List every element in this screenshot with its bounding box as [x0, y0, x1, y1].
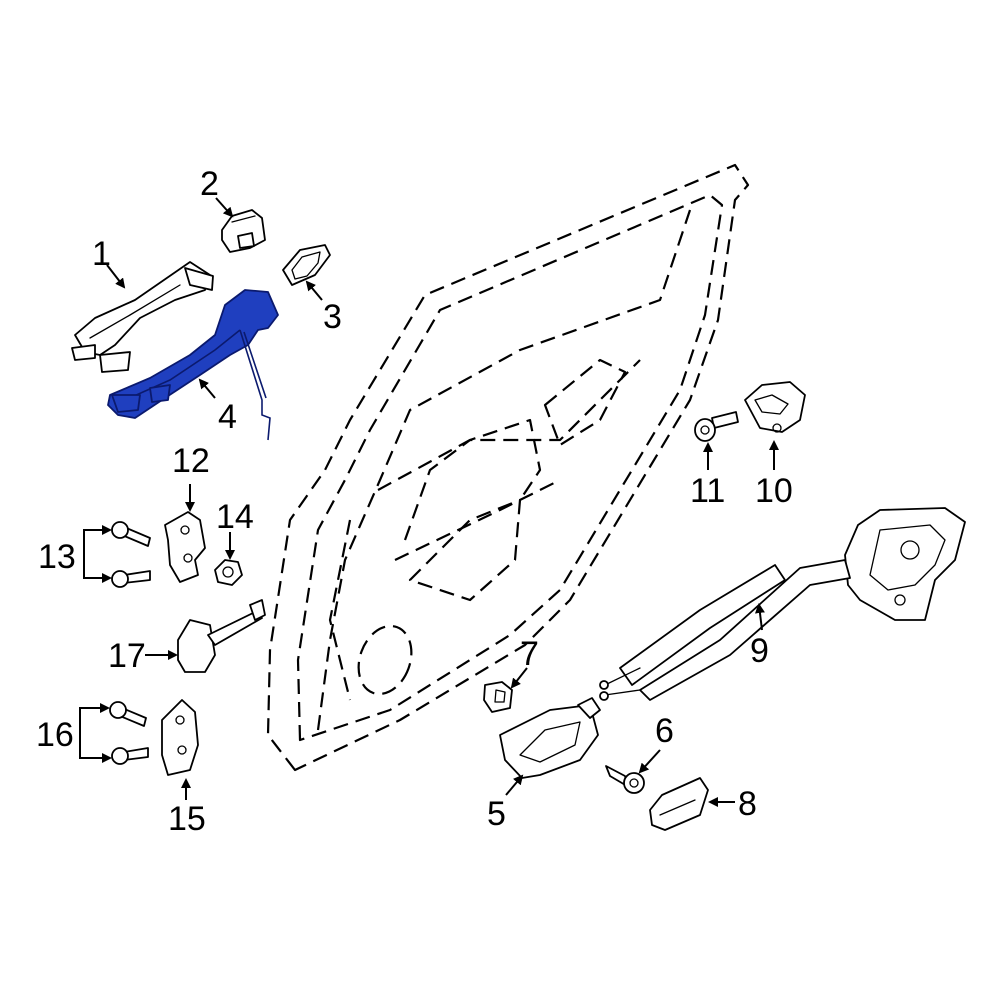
callout-6: 6 — [655, 712, 674, 750]
inside-handle — [499, 697, 601, 779]
leader-lines — [79, 197, 779, 807]
bolt-11 — [694, 411, 739, 442]
callout-3: 3 — [323, 298, 342, 336]
gasket — [282, 244, 331, 286]
striker — [744, 381, 806, 433]
lower-hinge — [161, 699, 199, 776]
cover-8 — [649, 777, 709, 831]
callout-7: 7 — [520, 635, 539, 673]
door-check — [177, 599, 266, 673]
callout-5: 5 — [487, 795, 506, 833]
handle-cap — [221, 209, 266, 253]
callout-17: 17 — [108, 637, 146, 675]
callout-16: 16 — [36, 716, 74, 754]
upper-hinge — [164, 511, 206, 583]
screw-6 — [605, 765, 645, 794]
callout-8: 8 — [738, 785, 757, 823]
bolts-16 — [109, 701, 149, 765]
nut-14 — [214, 559, 243, 586]
callout-10: 10 — [755, 472, 793, 510]
callout-9: 9 — [750, 632, 769, 670]
callout-13: 13 — [38, 538, 76, 576]
door-outline — [266, 163, 750, 772]
callout-1: 1 — [92, 235, 111, 273]
bolts-13 — [111, 521, 151, 588]
clip-7 — [483, 681, 513, 713]
callout-15: 15 — [168, 800, 206, 838]
callout-14: 14 — [216, 498, 254, 536]
callout-11: 11 — [690, 472, 725, 510]
callout-12: 12 — [172, 442, 210, 480]
callout-labels: 1 2 3 4 5 6 7 8 9 10 11 12 13 14 15 16 1… — [36, 165, 793, 838]
latch-assembly — [599, 507, 966, 701]
outside-handle — [71, 261, 214, 373]
callout-4: 4 — [218, 398, 237, 436]
handle-frame — [107, 289, 279, 441]
callout-2: 2 — [200, 165, 219, 203]
